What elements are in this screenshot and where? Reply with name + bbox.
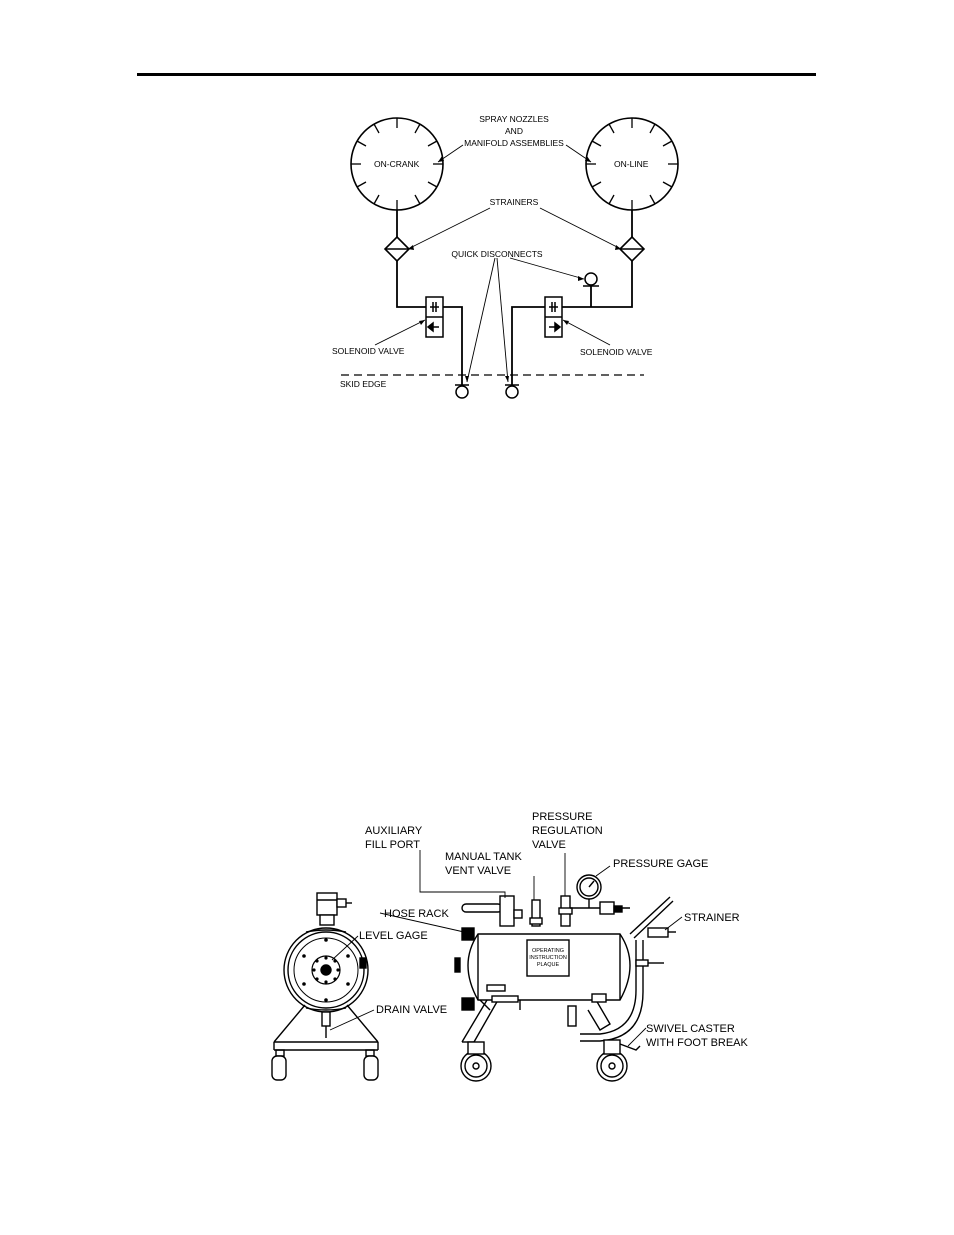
- label-drain-valve: DRAIN VALVE: [376, 1004, 447, 1016]
- quick-disconnect-top: [583, 272, 599, 287]
- label-auxiliary-fill-port-2: FILL PORT: [365, 839, 420, 851]
- label-auxiliary-fill-port-1: AUXILIARY: [365, 825, 423, 837]
- label-manual-tank-vent-1: MANUAL TANK: [445, 851, 522, 863]
- label-swivel-caster-2: WITH FOOT BREAK: [646, 1037, 749, 1049]
- label-spray-nozzles-2: AND: [505, 126, 523, 136]
- label-pressure-regulation-3: VALVE: [532, 839, 566, 851]
- label-strainers: STRAINERS: [490, 197, 539, 207]
- label-swivel-caster-1: SWIVEL CASTER: [646, 1023, 735, 1035]
- label-level-gage: LEVEL GAGE: [359, 930, 428, 942]
- label-solenoid-valve-left: SOLENOID VALVE: [332, 346, 405, 356]
- label-plaque-2: INSTRUCTION: [529, 955, 567, 961]
- label-pressure-gage: PRESSURE GAGE: [613, 858, 708, 870]
- label-strainer: STRAINER: [684, 912, 740, 924]
- label-solenoid-valve-right: SOLENOID VALVE: [580, 347, 653, 357]
- quick-disconnect-right: [505, 384, 519, 399]
- label-spray-nozzles-3: MANIFOLD ASSEMBLIES: [464, 138, 564, 148]
- header-rule: [137, 73, 816, 76]
- label-plaque-3: PLAQUE: [537, 962, 560, 968]
- quick-disconnect-left: [455, 384, 469, 399]
- label-hose-rack: HOSE RACK: [384, 908, 449, 920]
- label-on-crank: ON-CRANK: [374, 159, 420, 169]
- label-pressure-regulation-2: REGULATION: [532, 825, 603, 837]
- strainer-left: [383, 235, 411, 263]
- end-view: [271, 892, 379, 1081]
- label-on-line: ON-LINE: [614, 159, 649, 169]
- label-plaque-1: OPERATING: [532, 948, 564, 954]
- label-pressure-regulation-1: PRESSURE: [532, 811, 593, 823]
- label-manual-tank-vent-2: VENT VALVE: [445, 865, 511, 877]
- label-skid-edge: SKID EDGE: [340, 379, 387, 389]
- label-spray-nozzles-1: SPRAY NOZZLES: [479, 114, 549, 124]
- solenoid-valve-right: [544, 296, 563, 338]
- solenoid-valve-left: [425, 296, 444, 338]
- strainer-right: [618, 235, 646, 263]
- label-quick-disconnects: QUICK DISCONNECTS: [451, 249, 542, 259]
- side-view: [454, 874, 676, 1082]
